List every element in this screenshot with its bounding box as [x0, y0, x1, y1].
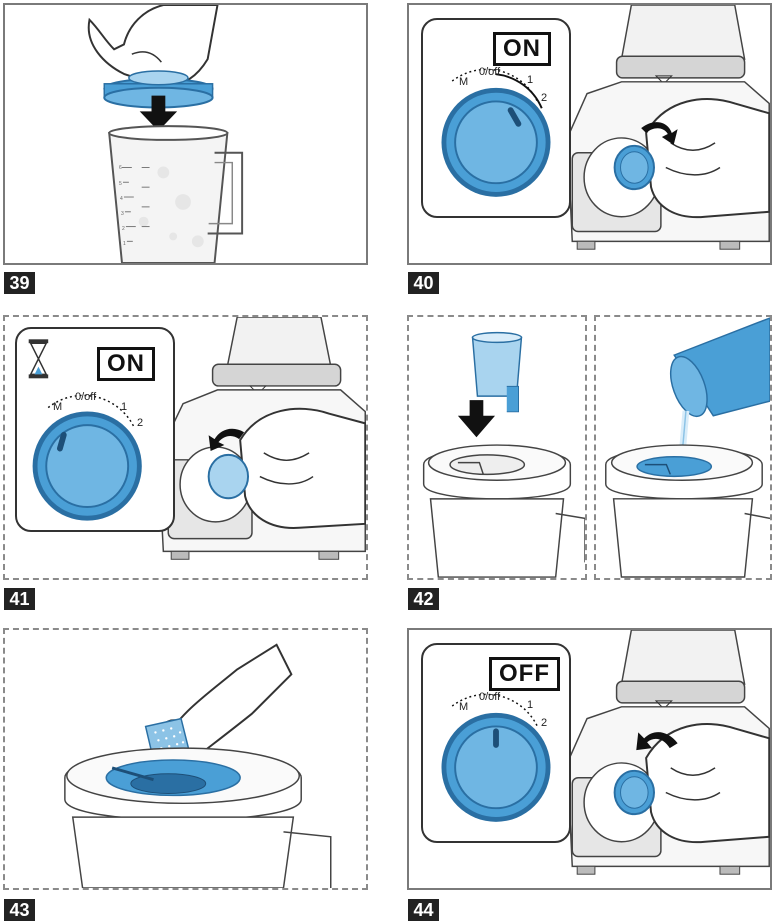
- dial-position-1: 1: [527, 699, 534, 711]
- dial-position-m: M: [459, 701, 469, 713]
- step-42a-illustration: [407, 315, 587, 580]
- step-43-illustration: [3, 628, 368, 890]
- dial-position-m: M: [53, 401, 63, 413]
- jug-scale-label: 3: [121, 211, 124, 217]
- off-badge: OFF: [489, 657, 560, 691]
- dial-position-off: 0/off: [75, 391, 97, 403]
- jug-scale-label: 4: [120, 196, 123, 202]
- dial-position-off: 0/off: [479, 691, 501, 703]
- jug-scale-label: 6: [119, 165, 122, 171]
- dial-position-1: 1: [527, 74, 534, 86]
- switch-on-drawing: [566, 5, 770, 250]
- step-number: 39: [4, 272, 35, 294]
- curved-arrow-icon: [208, 428, 245, 451]
- step-number: 41: [4, 588, 35, 610]
- step-number: 42: [408, 588, 439, 610]
- step-number: 44: [408, 899, 439, 921]
- pour-water-drawing: [605, 317, 770, 578]
- dial-position-off: 0/off: [479, 66, 501, 78]
- lid-onto-jug-drawing: [87, 5, 244, 263]
- dial-position-2: 2: [541, 92, 548, 104]
- jug-scale-label: 1: [123, 241, 126, 247]
- step-39-illustration: 6 5 4 3 2 1: [3, 3, 368, 265]
- curved-arrow-icon: [641, 122, 678, 145]
- step-41-illustration: ON M 0/off 1 2: [3, 315, 368, 580]
- on-badge: ON: [97, 347, 155, 381]
- step-number: 43: [4, 899, 35, 921]
- step-42b-illustration: [594, 315, 772, 580]
- dial-detail-callout: ON M 0/off 1 2: [15, 327, 175, 532]
- curved-arrow-icon: [636, 732, 678, 751]
- dial-position-m: M: [459, 76, 469, 88]
- dial-position-1: 1: [121, 401, 128, 413]
- dial-detail-callout: ON M 0/off 1 2: [421, 18, 571, 218]
- jug-scale-label: 2: [122, 226, 125, 232]
- dial-position-2: 2: [541, 717, 548, 729]
- dial-position-2: 2: [137, 417, 144, 429]
- insert-cup-drawing: [422, 331, 585, 578]
- down-arrow-icon: [139, 95, 178, 132]
- step-40-illustration: ON M 0/off 1 2: [407, 3, 772, 265]
- step-number: 40: [408, 272, 439, 294]
- hourglass-icon: [28, 339, 49, 379]
- switch-on-timed-drawing: [157, 317, 366, 560]
- down-arrow-icon: [457, 400, 496, 438]
- jug-scale-label: 5: [119, 181, 122, 187]
- add-cleaning-tablet-drawing: [64, 643, 332, 888]
- on-badge: ON: [493, 32, 551, 66]
- step-44-illustration: OFF M 0/off 1 2: [407, 628, 772, 890]
- dial-detail-callout: OFF M 0/off 1 2: [421, 643, 571, 843]
- switch-off-drawing: [566, 630, 770, 875]
